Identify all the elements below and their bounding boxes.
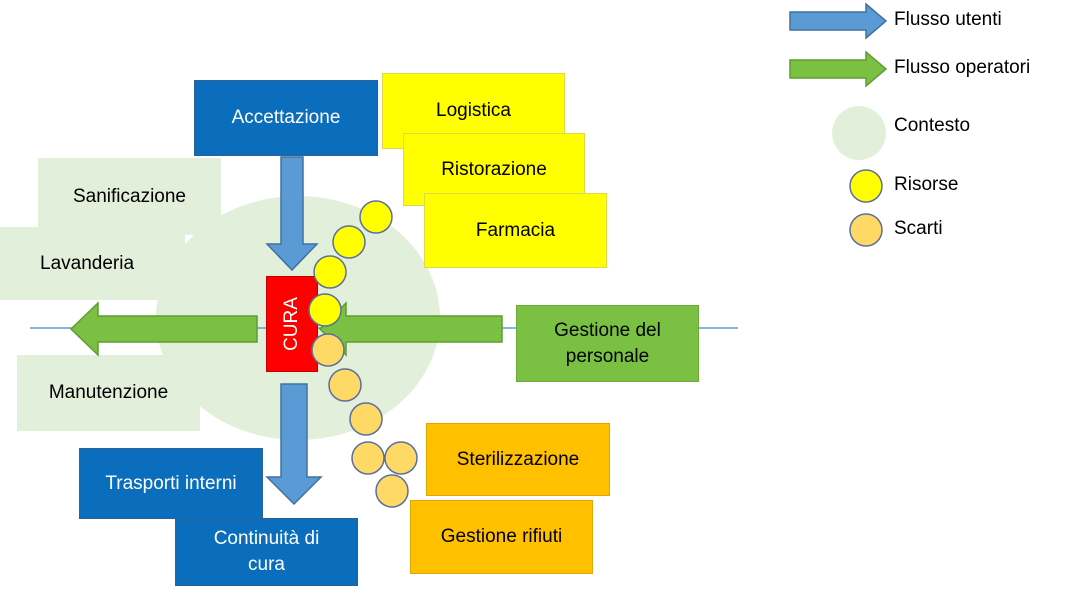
accettazione-box: Accettazione	[194, 80, 378, 156]
gestione-rifiuti-box: Gestione rifiuti	[410, 500, 593, 574]
legend-risorse-circle	[849, 169, 883, 203]
continuita-cura-box: Continuità di cura	[175, 518, 358, 586]
scarto-circle	[328, 368, 362, 402]
legend-scarti-circle	[849, 213, 883, 247]
legend-flusso-operatori-label: Flusso operatori	[894, 57, 1031, 78]
flusso-utenti-arrow-down-bottom	[265, 383, 323, 506]
gestione-rifiuti-label: Gestione rifiuti	[440, 526, 563, 548]
lavanderia-label: Lavanderia	[40, 252, 135, 274]
logistica-label: Logistica	[436, 100, 511, 122]
ristorazione-label: Ristorazione	[441, 158, 547, 180]
scarto-circle	[351, 441, 385, 475]
legend-flusso-utenti-arrow	[789, 2, 888, 40]
scarto-circle	[349, 402, 383, 436]
sterilizzazione-box: Sterilizzazione	[426, 423, 610, 496]
manutenzione-label: Manutenzione	[48, 382, 169, 404]
risorsa-circle	[332, 225, 366, 259]
risorsa-circle	[308, 293, 342, 327]
legend-flusso-utenti-label: Flusso utenti	[894, 9, 1002, 30]
manutenzione-box: Manutenzione	[17, 355, 200, 431]
legend-flusso-operatori-arrow	[789, 50, 888, 88]
scarto-circle	[311, 333, 345, 367]
cura-box: CURA	[266, 276, 318, 372]
risorsa-circle	[359, 200, 393, 234]
gestione-personale-label: Gestione del personale	[554, 319, 661, 367]
gestione-personale-box: Gestione del personale	[516, 305, 699, 382]
sanificazione-label: Sanificazione	[72, 185, 187, 207]
continuita-cura-label: Continuità di cura	[213, 528, 320, 575]
flusso-operatori-arrow-left	[69, 301, 258, 357]
scarto-circle	[384, 441, 418, 475]
scarto-circle	[375, 474, 409, 508]
trasporti-interni-label: Trasporti interni	[105, 472, 237, 494]
sterilizzazione-label: Sterilizzazione	[456, 448, 580, 470]
trasporti-interni-box: Trasporti interni	[79, 448, 263, 519]
legend-contesto-label: Contesto	[894, 115, 971, 136]
legend-risorse-label: Risorse	[894, 174, 959, 195]
risorsa-circle	[313, 255, 347, 289]
sanificazione-box: Sanificazione	[38, 158, 221, 235]
flusso-utenti-arrow-down-top	[265, 156, 319, 272]
accettazione-label: Accettazione	[231, 107, 341, 129]
farmacia-box: Farmacia	[424, 193, 607, 268]
legend-scarti-label: Scarti	[894, 218, 943, 239]
lavanderia-box: Lavanderia	[0, 227, 185, 300]
farmacia-label: Farmacia	[475, 219, 556, 241]
legend-contesto-circle	[832, 106, 886, 160]
